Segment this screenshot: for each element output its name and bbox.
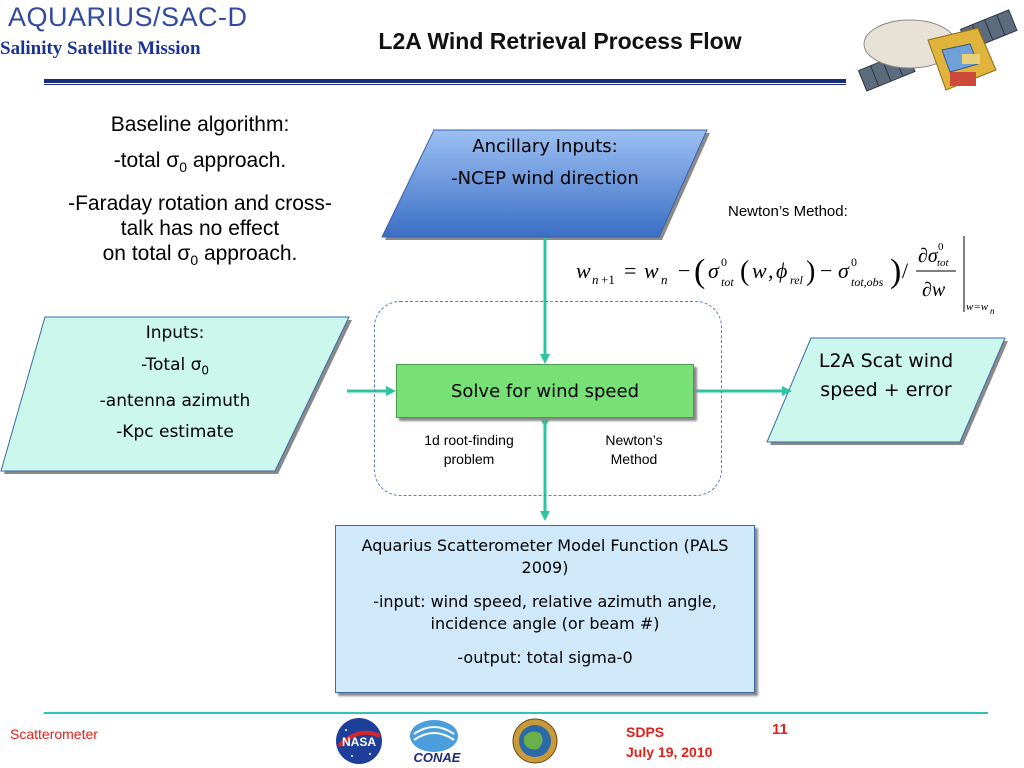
page-number: 11 <box>772 721 788 738</box>
svg-text:NASA: NASA <box>342 735 376 749</box>
svg-text:w: w <box>752 258 767 283</box>
baseline-point-2: -Faraday rotation and cross-talk has no … <box>68 192 332 269</box>
nasa-logo: NASA <box>336 718 382 764</box>
svg-text:w: w <box>576 258 591 283</box>
footer-rule <box>44 712 988 714</box>
output-shape <box>766 337 1006 443</box>
ancillary-inputs-text: Ancillary Inputs: -NCEP wind direction <box>451 136 639 189</box>
inputs-text: Inputs: -Total σ0 -antenna azimuth -Kpc … <box>99 323 251 443</box>
svg-text:tot: tot <box>937 257 950 269</box>
baseline-point-1: -total σ0 approach. <box>113 149 287 176</box>
header-rule-thin <box>44 84 846 85</box>
svg-text:(: ( <box>694 253 705 290</box>
svg-text:): ) <box>890 253 901 290</box>
inputs-shape <box>0 316 350 472</box>
output-text: L2A Scat wind speed + error <box>818 350 954 401</box>
mission-subtitle: Salinity Satellite Mission <box>0 38 201 59</box>
solve-wind-speed-box: Solve for wind speed <box>396 364 694 418</box>
svg-text:(: ( <box>740 256 749 287</box>
svg-text:/: / <box>902 258 909 283</box>
model-function-box: Aquarius Scatterometer Model Function (P… <box>335 525 755 693</box>
svg-text:n: n <box>990 306 995 316</box>
svg-text:∂σ: ∂σ <box>918 245 939 267</box>
svg-text:0: 0 <box>851 255 857 269</box>
footer-sdps: SDPS July 19, 2010 <box>626 724 713 760</box>
newton-equation: w n +1 = w n − ( σ 0 tot ( w , ϕ rel ) −… <box>576 236 995 316</box>
svg-text:σ: σ <box>708 258 720 283</box>
mission-logo-text: AQUARIUS/SAC-D <box>8 2 248 32</box>
newton-method-label: Newton’s Method: <box>728 203 848 220</box>
conae-logo: CONAE <box>410 720 461 765</box>
header-rule <box>44 79 846 83</box>
svg-text:0: 0 <box>721 255 727 269</box>
baseline-heading: Baseline algorithm: <box>110 113 290 136</box>
svg-text:n: n <box>592 272 599 287</box>
svg-text:w: w <box>644 258 659 283</box>
svg-text:w=w: w=w <box>966 301 989 313</box>
svg-text:0: 0 <box>938 241 944 253</box>
satellite-illustration <box>857 9 1018 92</box>
note-root-finding: 1d root-finding problem <box>424 432 514 467</box>
ancillary-inputs-shape <box>381 129 708 238</box>
svg-text:+1: +1 <box>601 272 615 287</box>
svg-text:∂w: ∂w <box>922 279 946 301</box>
svg-text:tot,obs: tot,obs <box>851 275 884 289</box>
svg-text:CONAE: CONAE <box>414 750 461 765</box>
svg-text:−: − <box>820 258 832 283</box>
solver-group-outline <box>374 301 722 496</box>
svg-text:σ: σ <box>838 258 850 283</box>
svg-text:): ) <box>806 256 815 287</box>
svg-text:−: − <box>678 258 690 283</box>
asi-logo <box>512 718 558 764</box>
baseline-notes: Baseline algorithm: -total σ0 approach. … <box>60 112 340 273</box>
footer-section-label: Scatterometer <box>10 726 98 742</box>
svg-text:rel: rel <box>790 273 804 287</box>
svg-text:n: n <box>661 272 668 287</box>
svg-text:tot: tot <box>721 275 734 289</box>
svg-text:=: = <box>624 258 636 283</box>
page-title: L2A Wind Retrieval Process Flow <box>378 28 742 54</box>
svg-text:ϕ: ϕ <box>776 258 787 283</box>
note-newton-method: Newton’s Method <box>605 432 663 467</box>
svg-text:,: , <box>768 258 774 283</box>
